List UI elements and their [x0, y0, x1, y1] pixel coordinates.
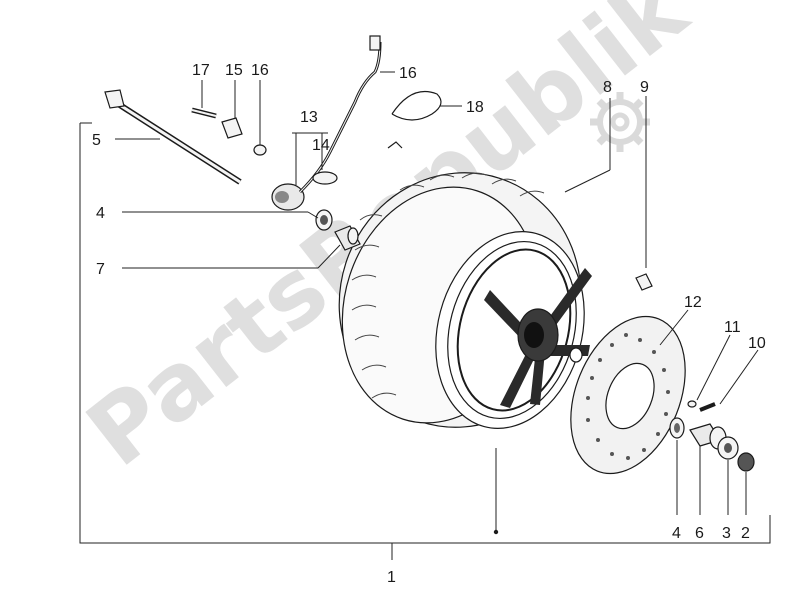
gear-cog-icon — [590, 92, 650, 152]
callout-16-top: 16 — [251, 62, 269, 79]
callout-8: 8 — [603, 79, 612, 96]
axle — [104, 89, 242, 185]
speedo-drive — [271, 35, 382, 211]
callout-3: 3 — [722, 525, 731, 542]
callout-1: 1 — [387, 569, 396, 586]
callout-17: 17 — [192, 62, 210, 79]
left-spacers — [315, 209, 361, 251]
callout-7: 7 — [96, 261, 105, 278]
callout-4-left: 4 — [96, 205, 105, 222]
bolt-clamp-set — [191, 107, 267, 156]
assembly-bracket — [79, 122, 771, 560]
valve — [635, 273, 653, 291]
callout-4-right: 4 — [672, 525, 681, 542]
callout-9: 9 — [640, 79, 649, 96]
callout-6: 6 — [695, 525, 704, 542]
cable-clip — [387, 90, 442, 149]
rim — [435, 231, 592, 429]
callout-labels: 1 2 3 4 6 4 5 7 8 9 10 11 12 13 14 15 16… — [92, 62, 766, 586]
brake-disc — [570, 315, 686, 475]
callout-14: 14 — [312, 137, 330, 154]
right-hub-parts — [669, 400, 755, 472]
callout-2: 2 — [741, 525, 750, 542]
leader-lines — [115, 71, 759, 535]
callout-15: 15 — [225, 62, 243, 79]
callout-16-cable: 16 — [399, 65, 417, 82]
callout-10: 10 — [748, 335, 766, 352]
callout-18: 18 — [466, 99, 484, 116]
callout-12: 12 — [684, 294, 702, 311]
callout-13: 13 — [300, 109, 318, 126]
callout-5: 5 — [92, 132, 101, 149]
callout-11: 11 — [724, 319, 741, 336]
